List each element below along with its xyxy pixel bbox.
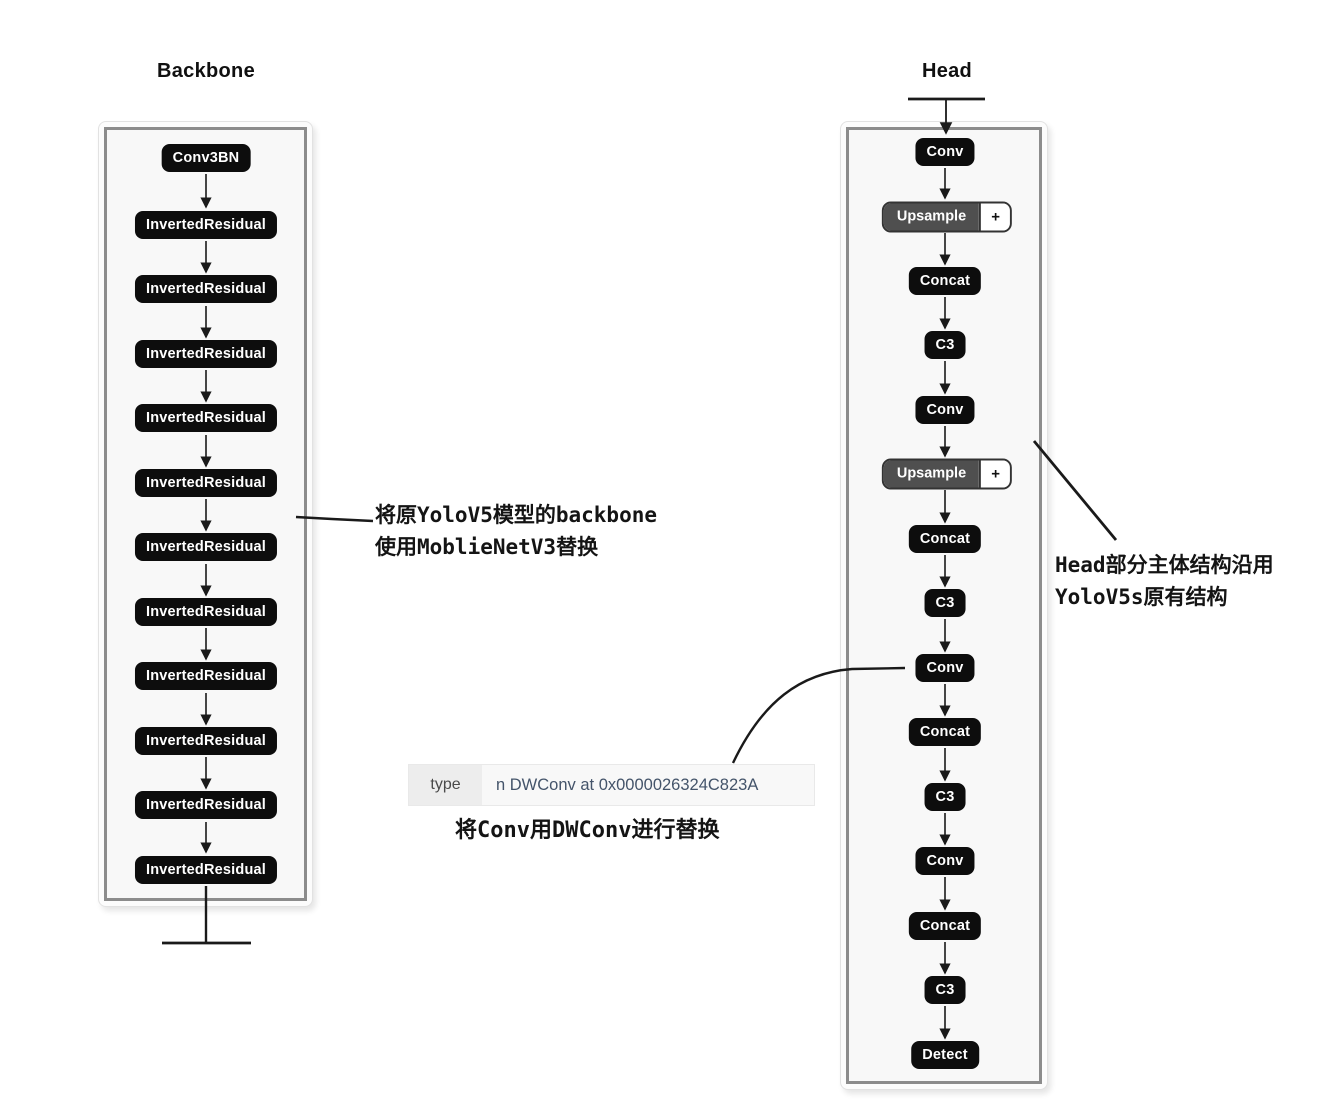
head-node-concat: Concat: [908, 267, 982, 295]
backbone-output-terminal: [162, 886, 251, 945]
head-node-c3: C3: [924, 331, 966, 359]
head-note: Head部分主体结构沿用 YoloV5s原有结构: [1055, 549, 1274, 613]
head-note-line1: Head部分主体结构沿用: [1055, 553, 1274, 577]
head-node-c3: C3: [924, 976, 966, 1004]
upsample-label: Upsample: [883, 460, 980, 488]
backbone-node-invertedresidual: InvertedResidual: [134, 533, 278, 561]
backbone-node-invertedresidual: InvertedResidual: [134, 856, 278, 884]
backbone-node-invertedresidual: InvertedResidual: [134, 275, 278, 303]
expand-plus-button[interactable]: +: [979, 203, 1011, 231]
head-node-upsample: Upsample +: [881, 458, 1013, 490]
type-field-value: n DWConv at 0x0000026324C823A: [482, 765, 814, 805]
dwconv-note: 将Conv用DWConv进行替换: [455, 818, 720, 843]
backbone-node-invertedresidual: InvertedResidual: [134, 404, 278, 432]
head-node-conv: Conv: [915, 654, 975, 682]
dwconv-note-line: [731, 666, 906, 764]
backbone-node-invertedresidual: InvertedResidual: [134, 469, 278, 497]
head-node-c3: C3: [924, 589, 966, 617]
backbone-note-line: [295, 515, 374, 523]
head-title: Head: [921, 60, 973, 82]
backbone-title: Backbone: [157, 60, 255, 82]
type-inspector-row: type n DWConv at 0x0000026324C823A: [408, 764, 815, 806]
head-node-detect: Detect: [911, 1041, 979, 1069]
backbone-note-line2: 使用MoblieNetV3替换: [375, 535, 599, 559]
head-node-conv: Conv: [915, 138, 975, 166]
backbone-note: 将原YoloV5模型的backbone 使用MoblieNetV3替换: [375, 499, 657, 563]
upsample-label: Upsample: [883, 203, 980, 231]
backbone-node-invertedresidual: InvertedResidual: [134, 662, 278, 690]
head-node-concat: Concat: [908, 912, 982, 940]
head-input-terminal: [908, 97, 985, 135]
backbone-node-conv3bn: Conv3BN: [161, 144, 251, 172]
type-field-label: type: [409, 765, 482, 805]
expand-plus-button[interactable]: +: [979, 460, 1011, 488]
backbone-node-invertedresidual: InvertedResidual: [134, 211, 278, 239]
head-note-line: [1032, 440, 1118, 541]
head-node-c3: C3: [924, 783, 966, 811]
head-node-upsample: Upsample +: [881, 201, 1013, 233]
backbone-note-line1: 将原YoloV5模型的backbone: [375, 503, 658, 527]
head-note-line2: YoloV5s原有结构: [1055, 585, 1228, 609]
head-node-conv: Conv: [915, 847, 975, 875]
head-node-concat: Concat: [908, 525, 982, 553]
head-node-conv: Conv: [915, 396, 975, 424]
backbone-node-invertedresidual: InvertedResidual: [134, 598, 278, 626]
head-node-concat: Concat: [908, 718, 982, 746]
backbone-node-invertedresidual: InvertedResidual: [134, 340, 278, 368]
backbone-node-invertedresidual: InvertedResidual: [134, 791, 278, 819]
backbone-node-invertedresidual: InvertedResidual: [134, 727, 278, 755]
